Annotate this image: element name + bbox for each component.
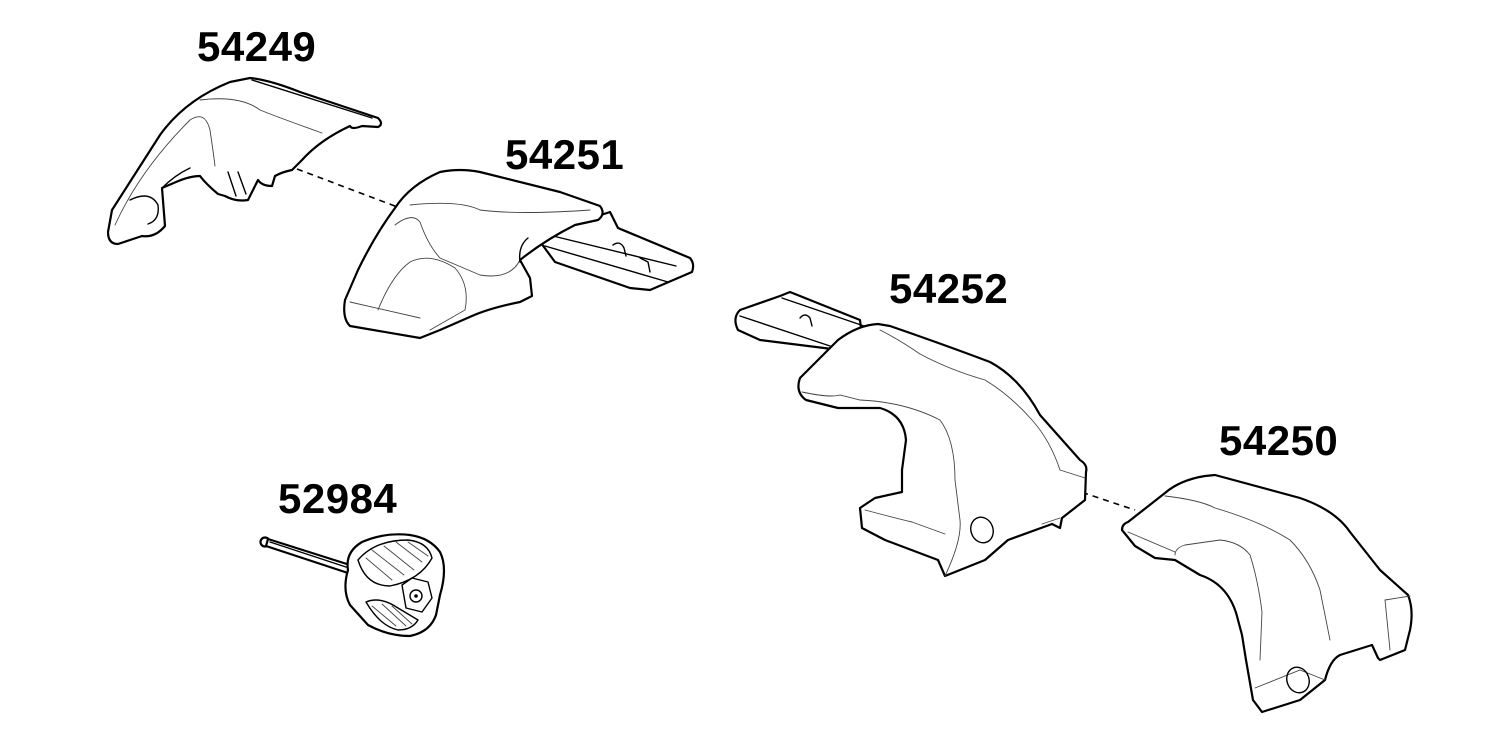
part-54251-foot xyxy=(343,168,695,340)
part-label-54251: 54251 xyxy=(505,131,625,178)
part-label-54249: 54249 xyxy=(197,23,317,70)
part-label-54250: 54250 xyxy=(1219,417,1339,464)
part-54249-end-cap xyxy=(106,76,383,246)
part-label-52984: 52984 xyxy=(278,475,398,522)
part-label-54252: 54252 xyxy=(889,265,1009,312)
part-54252-foot xyxy=(734,290,1088,578)
part-54250-end-cap xyxy=(1120,473,1413,714)
part-52984-hex-key xyxy=(259,533,446,638)
connector-54249-54251 xyxy=(296,168,401,209)
